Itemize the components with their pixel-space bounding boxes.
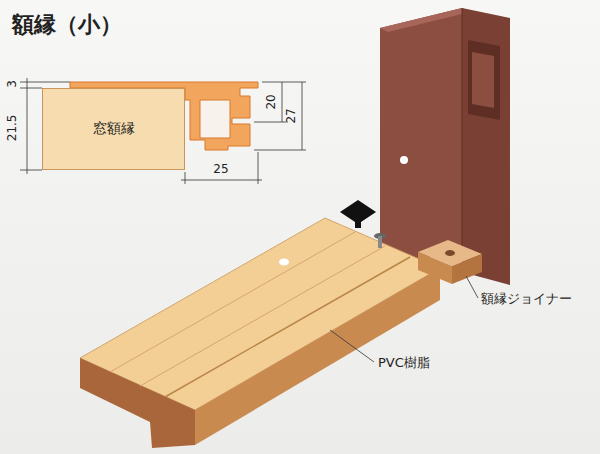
vertical-frame xyxy=(380,8,510,285)
leader-lines xyxy=(330,276,478,362)
section-label: 窓額縁 xyxy=(93,120,135,138)
title-text: 額縁（小） xyxy=(12,12,122,37)
horizontal-frame xyxy=(80,218,440,448)
dimension-value: 25 xyxy=(213,163,228,177)
frame-joiner xyxy=(418,240,482,284)
dimension-value: 21.5 xyxy=(6,115,20,142)
dimension-value: 27 xyxy=(285,108,299,123)
material-name: PVC樹脂 xyxy=(378,356,430,371)
section-box: 窓額縁 xyxy=(42,88,185,170)
part-name: 額縁ジョイナー xyxy=(481,292,572,307)
dimension-value: 3 xyxy=(6,80,20,88)
dimension-value: 20 xyxy=(265,94,279,109)
screw-symbol xyxy=(340,200,386,248)
dimension-lines xyxy=(20,78,306,184)
